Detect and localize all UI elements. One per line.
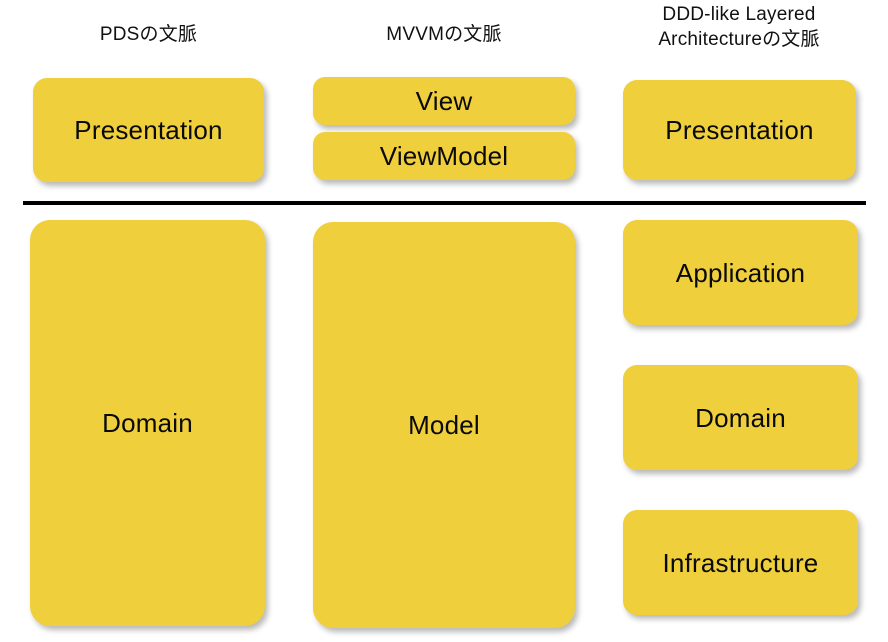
box-label: View xyxy=(415,86,473,116)
column-header-pds: PDSの文脈 xyxy=(99,24,198,45)
box-mvvm-model[interactable]: Model xyxy=(313,222,575,628)
column-header-ddd: DDD-like Layered Architectureの文脈 xyxy=(658,4,820,50)
box-ddd-presentation[interactable]: Presentation xyxy=(623,80,856,180)
box-ddd-application[interactable]: Application xyxy=(623,220,858,325)
layer-divider xyxy=(23,201,866,205)
box-pds-presentation[interactable]: Presentation xyxy=(33,78,264,182)
box-label: Domain xyxy=(695,402,786,433)
box-label: ViewModel xyxy=(379,141,509,171)
box-label: Domain xyxy=(102,408,193,438)
column-header-mvvm: MVVMの文脈 xyxy=(386,24,502,45)
box-label: Presentation xyxy=(665,115,814,145)
box-mvvm-view[interactable]: View xyxy=(313,77,575,125)
box-label: Presentation xyxy=(74,115,223,145)
box-mvvm-viewmodel[interactable]: ViewModel xyxy=(313,132,575,180)
box-label: Application xyxy=(675,257,806,288)
box-label: Model xyxy=(408,410,480,440)
box-label: Infrastructure xyxy=(662,547,819,578)
box-pds-domain[interactable]: Domain xyxy=(30,220,265,626)
box-ddd-domain[interactable]: Domain xyxy=(623,365,858,470)
box-ddd-infrastructure[interactable]: Infrastructure xyxy=(623,510,858,615)
